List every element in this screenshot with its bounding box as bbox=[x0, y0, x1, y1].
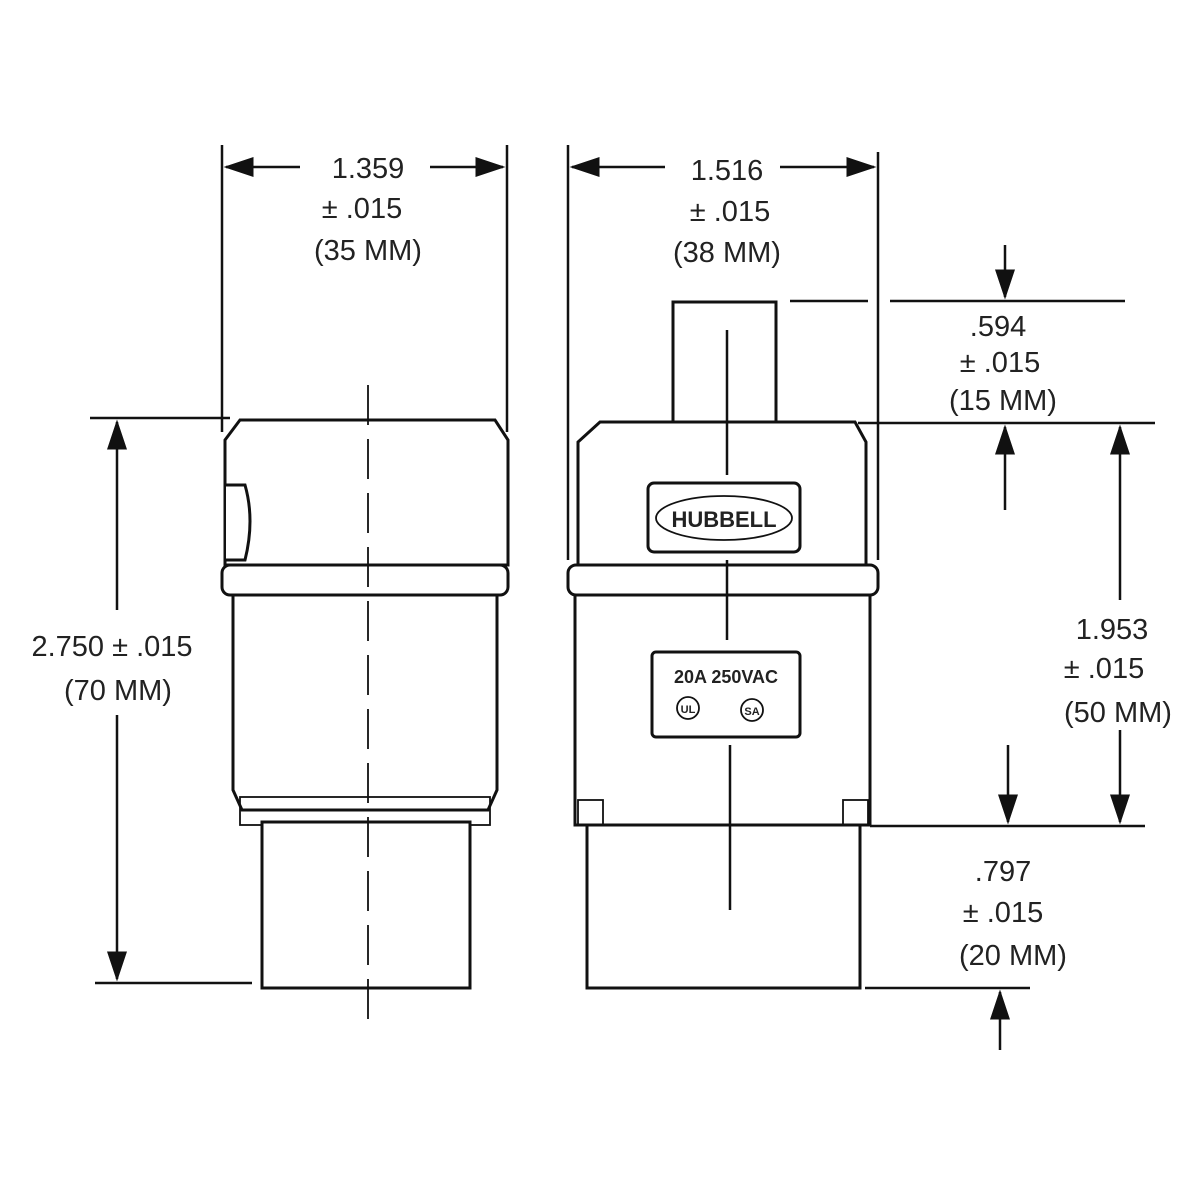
front-view: HUBBELL 20A 250VAC UL SA bbox=[566, 300, 880, 990]
svg-text:± .015: ± .015 bbox=[1064, 653, 1144, 685]
svg-text:.797: .797 bbox=[975, 856, 1031, 888]
svg-text:1.953: 1.953 bbox=[1076, 614, 1149, 646]
ul-mark: UL bbox=[681, 704, 696, 716]
svg-text:± .015: ± .015 bbox=[960, 347, 1040, 379]
svg-text:.594: .594 bbox=[970, 311, 1026, 343]
svg-text:1.516: 1.516 bbox=[691, 155, 764, 187]
svg-text:(35 MM): (35 MM) bbox=[314, 235, 422, 267]
csa-mark: SA bbox=[744, 706, 759, 718]
rating-label: 20A 250VAC bbox=[674, 667, 778, 687]
dim-base: .797 ± .015 (20 MM) bbox=[865, 856, 1067, 1050]
svg-text:(38 MM): (38 MM) bbox=[673, 237, 781, 269]
side-latch bbox=[226, 483, 252, 562]
svg-text:(15 MM): (15 MM) bbox=[949, 385, 1057, 417]
svg-text:(70 MM): (70 MM) bbox=[64, 675, 172, 707]
dim-prong: .594 ± .015 (15 MM) bbox=[790, 245, 1155, 510]
svg-text:1.359: 1.359 bbox=[332, 153, 405, 185]
svg-text:± .015: ± .015 bbox=[322, 193, 402, 225]
dim-body: 1.953 ± .015 (50 MM) bbox=[870, 424, 1172, 828]
svg-text:(50 MM): (50 MM) bbox=[1064, 697, 1172, 729]
side-view bbox=[220, 385, 510, 1020]
brand-label: HUBBELL bbox=[671, 507, 776, 532]
svg-text:(20 MM): (20 MM) bbox=[959, 940, 1067, 972]
rating-plate bbox=[650, 650, 802, 739]
svg-text:± .015: ± .015 bbox=[690, 196, 770, 228]
dim-width-front: 1.516 ± .015 (38 MM) bbox=[566, 145, 880, 560]
svg-text:± .015: ± .015 bbox=[963, 897, 1043, 929]
dim-height-total: 2.750 ± .015 (70 MM) bbox=[31, 416, 252, 985]
dim-width-side: 1.359 ± .015 (35 MM) bbox=[220, 145, 509, 432]
svg-text:2.750 ± .015: 2.750 ± .015 bbox=[31, 631, 192, 663]
